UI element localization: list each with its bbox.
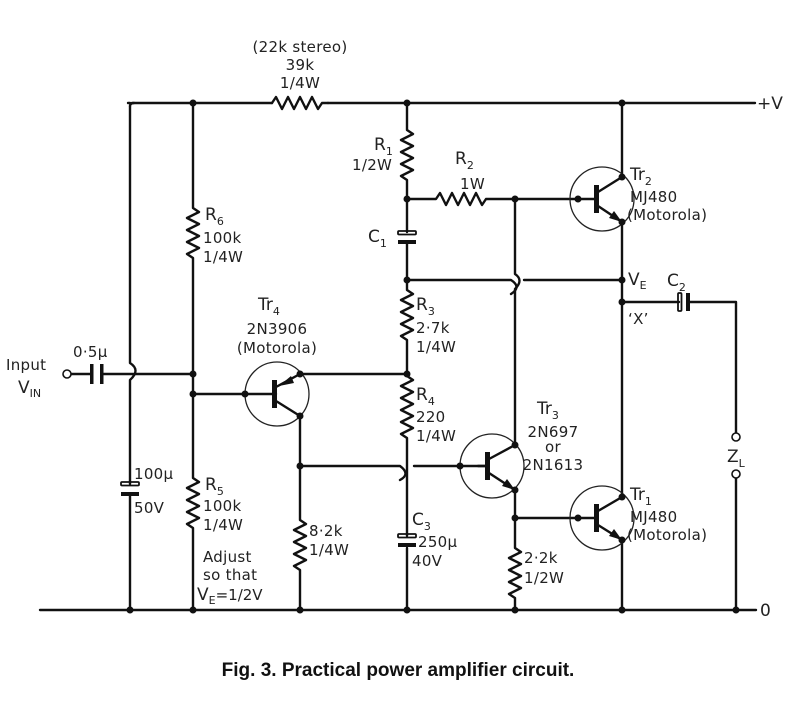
r4-label: R4 [416,385,435,408]
load-terminal-bottom [731,469,741,479]
figure-caption: Fig. 3. Practical power amplifier circui… [222,660,575,681]
r2-power: 1W [460,175,485,193]
r6-value: 100k [203,229,242,247]
feed-resistor-value: 39k [286,56,315,74]
r-2k2-power: 1/2W [524,569,564,587]
tr3-part: 2N697 [528,423,579,441]
tr4-maker: (Motorola) [237,339,317,357]
r3-label: R3 [416,295,435,318]
bias-cap-value: 100µ [134,465,174,483]
tr4-label: Tr4 [257,295,280,318]
x-label: ‘X’ [628,310,649,328]
r5-power: 1/4W [203,516,243,534]
resistor-r2 [405,191,580,207]
r6-power: 1/4W [203,248,243,266]
tr3-alt-word: or [545,438,561,456]
r3-value: 2·7k [416,319,450,337]
r1-label: R1 [374,135,393,158]
load-terminal-top [731,432,741,442]
tr4-collector-wire [292,414,308,612]
r4-value: 220 [416,408,446,426]
tr4-part: 2N3906 [247,320,308,338]
ground-label: 0 [760,601,771,621]
r6-wire [185,101,201,612]
r2-label: R2 [455,149,474,172]
c3-value: 250µ [418,533,458,551]
r4-power: 1/4W [416,427,456,445]
tr3-label: Tr3 [536,399,559,422]
r5-note-line2: so that [203,566,257,584]
feed-resistor-power: 1/4W [280,74,320,92]
capacitor-100u [120,481,140,496]
junction-dots [126,99,740,614]
tr2-maker: (Motorola) [627,206,707,224]
supply-label: +V [757,94,783,114]
tr1-maker: (Motorola) [627,526,707,544]
r-8k2-power: 1/4W [309,541,349,559]
r-2k2-value: 2·2k [524,549,558,567]
bias-cap-wire [128,104,137,486]
feed-resistor-note: (22k stereo) [252,38,347,56]
vin-label: VIN [18,378,41,400]
input-capacitor [90,364,104,384]
tr3-alt-part: 2N1613 [523,456,584,474]
r-8k2-value: 8·2k [309,522,343,540]
capacitor-c3 [397,533,417,547]
c3-label: C3 [412,510,431,533]
r5-label: R5 [205,475,224,498]
capacitor-c1 [397,230,417,244]
ve-label: VE [628,270,647,292]
input-label: Input [6,356,46,374]
tr2-part: MJ480 [630,188,678,206]
r1-power: 1/2W [352,156,392,174]
resistor-39k [270,95,330,111]
tr2-label: Tr2 [629,165,652,188]
r5-note-line1: Adjust [203,548,252,566]
center-wire [399,101,415,612]
r5-note-ve: VE=1/2V [197,585,263,607]
tr3-base-wire [298,464,487,482]
c2-label: C2 [667,271,686,294]
capacitor-c2 [677,292,690,312]
input-terminal [62,369,72,379]
c3-voltage: 40V [412,552,443,570]
r6-label: R6 [205,205,224,228]
tr1-label: Tr1 [629,485,652,508]
c2-wire [620,300,738,435]
r3-power: 1/4W [416,338,456,356]
tr3-collector-wire [513,197,521,447]
input-cap-value: 0·5µ [73,343,108,361]
tr1-part: MJ480 [630,508,678,526]
zl-label: ZL [727,447,746,470]
bias-cap-voltage: 50V [134,499,165,517]
r5-value: 100k [203,497,242,515]
tr3-emitter-wire [507,488,523,612]
c1-label: C1 [368,227,387,250]
